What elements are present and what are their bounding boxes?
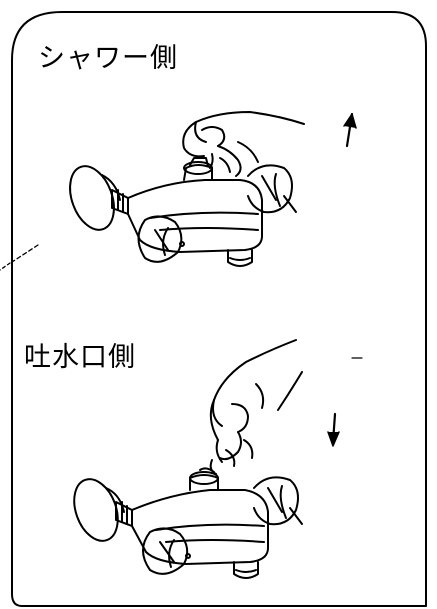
leader-line-outside bbox=[0, 262, 11, 271]
down-arrow-icon bbox=[327, 412, 340, 447]
spout-side-label: 吐水口側 bbox=[24, 342, 136, 373]
up-arrow-icon bbox=[343, 112, 357, 148]
shower-side-label: シャワー側 bbox=[38, 43, 178, 74]
frame-border bbox=[11, 11, 427, 607]
hand-icon bbox=[199, 339, 303, 475]
top-faucet-illustration bbox=[69, 157, 297, 267]
hand-icon bbox=[182, 111, 305, 177]
bottom-faucet-illustration bbox=[73, 471, 303, 579]
leader-line bbox=[11, 244, 39, 263]
